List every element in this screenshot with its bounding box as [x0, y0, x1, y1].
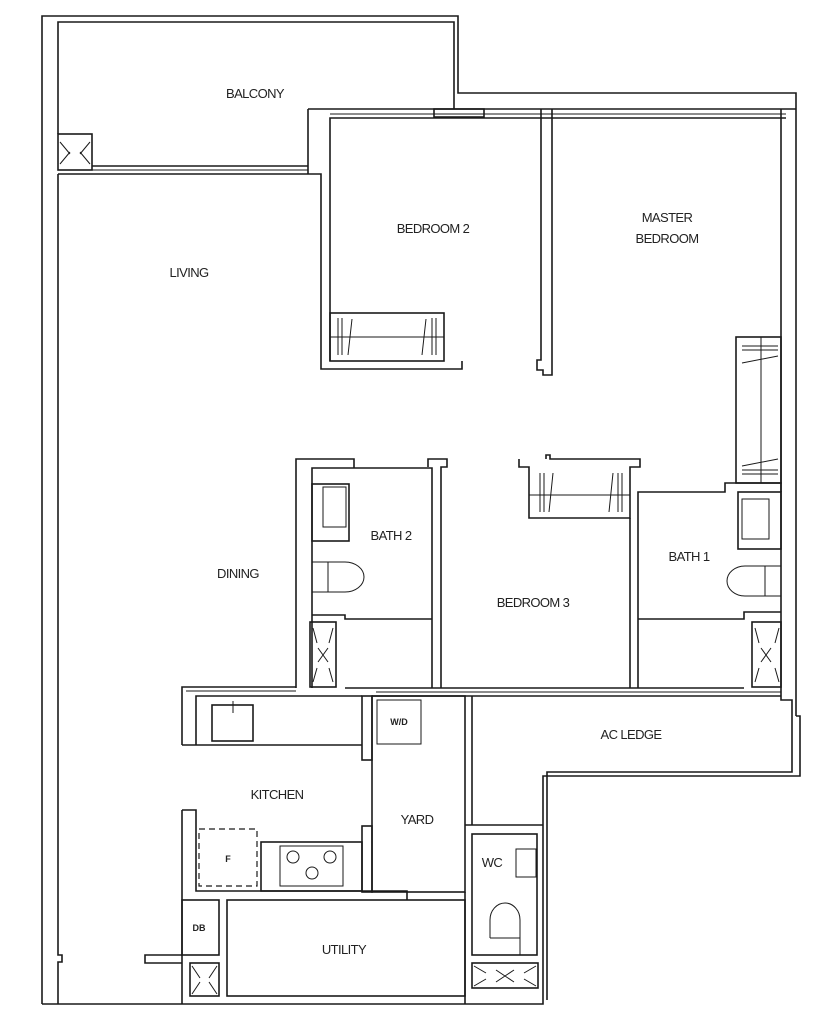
toilet-icon — [312, 561, 365, 593]
outer-walls — [41, 15, 801, 1005]
kitchen-sink-counter — [181, 686, 296, 745]
upper-walls — [57, 108, 786, 484]
db-closet — [181, 899, 220, 956]
kitchen-counter-inner — [195, 695, 362, 745]
label-ac-ledge: AC LEDGE — [601, 727, 663, 742]
label-bath-2: BATH 2 — [371, 528, 412, 543]
bath2-outer — [295, 458, 355, 688]
bath2-inner — [311, 467, 433, 688]
bedroom3-top — [518, 454, 641, 519]
hob — [279, 845, 344, 887]
burner-icon — [286, 850, 300, 864]
window-box — [433, 108, 485, 118]
master-wardrobe — [735, 336, 782, 484]
label-fridge: F — [225, 854, 231, 864]
shaft-x-icon — [59, 141, 91, 165]
basin-icon — [322, 486, 347, 528]
label-dining: DINING — [217, 566, 259, 581]
label-master-bedroom-2: BEDROOM — [636, 231, 699, 246]
outer-wall-right-ac — [42, 715, 801, 1005]
bath1-bottom — [638, 611, 781, 620]
shaft-x-icon — [754, 627, 780, 683]
shaft-x-icon — [191, 965, 218, 995]
label-kitchen: KITCHEN — [251, 787, 304, 802]
bedroom-divider-wall — [536, 109, 553, 376]
bath2-shower — [309, 621, 337, 688]
wc — [471, 833, 538, 956]
shaft-x-icon — [312, 627, 334, 683]
label-living: LIVING — [169, 265, 209, 280]
outer-wall-left-top — [41, 15, 797, 1004]
bath1-shower — [751, 621, 782, 688]
hob-window — [361, 825, 373, 893]
hob-counter — [260, 841, 363, 892]
bath1-walls — [637, 482, 782, 696]
bedroom2-inner — [329, 117, 786, 361]
living-top-wall — [58, 173, 463, 370]
shaft-top-left — [57, 133, 93, 171]
yard-window — [361, 695, 373, 761]
label-wc: WC — [482, 855, 503, 870]
yard — [371, 695, 466, 893]
washer-dryer — [376, 699, 422, 745]
inner-wall-left — [57, 174, 63, 1004]
label-yard: YARD — [401, 812, 434, 827]
label-master-bedroom-1: MASTER — [642, 210, 693, 225]
wc-shaft — [471, 962, 539, 989]
room-labels: BALCONY BEDROOM 2 MASTER BEDROOM LIVING … — [169, 86, 710, 957]
label-balcony: BALCONY — [226, 86, 285, 101]
utility-shaft — [189, 962, 220, 997]
burner-icon — [305, 866, 319, 880]
bath2-bottom — [312, 614, 432, 620]
ac-ledge-inner — [546, 696, 793, 1000]
bath2-right — [427, 458, 448, 688]
toilet-icon — [726, 565, 781, 597]
label-bedroom-3: BEDROOM 3 — [497, 595, 570, 610]
toilet-icon — [489, 902, 521, 955]
wardrobe-doors — [337, 318, 437, 356]
burner-icon — [323, 850, 337, 864]
basin-icon — [515, 848, 537, 878]
shaft-x-icon — [473, 965, 537, 987]
balcony-inner — [57, 21, 455, 134]
wardrobe-doors — [539, 472, 623, 513]
label-bedroom-2: BEDROOM 2 — [397, 221, 470, 236]
middle-walls — [295, 454, 782, 697]
label-utility: UTILITY — [322, 942, 367, 957]
entrance-stub — [144, 954, 182, 964]
kitchen-lower-left — [182, 809, 408, 900]
bath2-basin — [311, 483, 350, 542]
bath1-basin — [737, 491, 782, 550]
label-wd: W/D — [390, 717, 408, 727]
basin-icon — [741, 498, 770, 540]
label-bath-1: BATH 1 — [669, 549, 710, 564]
wardrobe-doors — [741, 345, 779, 475]
label-db: DB — [193, 923, 206, 933]
fridge — [198, 828, 258, 887]
service-walls — [144, 686, 543, 1004]
